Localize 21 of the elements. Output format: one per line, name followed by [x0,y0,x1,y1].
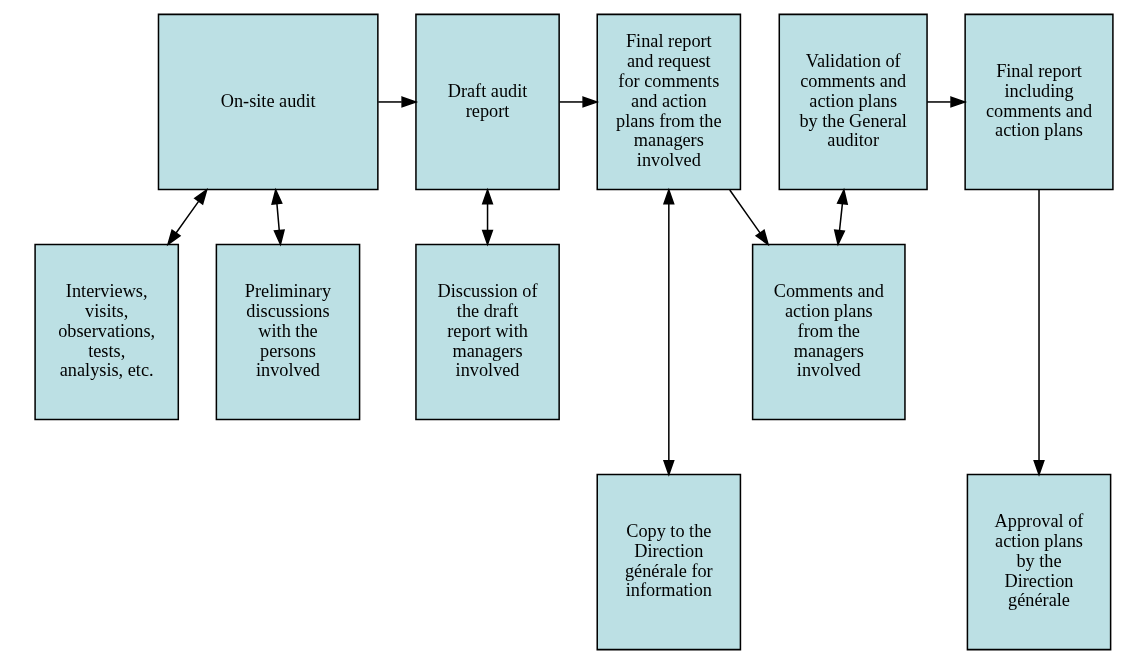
arrow [377,96,418,108]
node-box: Final report and request for comments and action plans from the managers involved [595,13,741,191]
node-box: On-site audit [157,13,379,191]
arrow [925,96,967,108]
node-box: Approval of action plans by the Direction générale [966,473,1111,651]
node-box: Comments and action plans from the managers involved [751,243,906,421]
node-box: Final report including comments and action plans [963,13,1114,191]
node-box: Draft audit report [414,13,560,191]
arrow [481,187,493,247]
arrow [1032,189,1045,477]
node-box: Preliminary discussions with the persons involved [215,243,360,421]
arrow [166,188,208,247]
node-box: Interviews, visits, observations, tests, analysis, etc. [33,243,179,421]
arrow [558,96,599,108]
node-box: Validation of comments and action plans by the General auditor [778,13,928,191]
node-box: Discussion of the draft report with managers involved [414,243,560,421]
arrow [270,187,285,247]
arrow [662,187,675,477]
arrow [728,189,769,247]
arrow [833,187,848,247]
node-box: Copy to the Direction générale for information [595,473,741,651]
